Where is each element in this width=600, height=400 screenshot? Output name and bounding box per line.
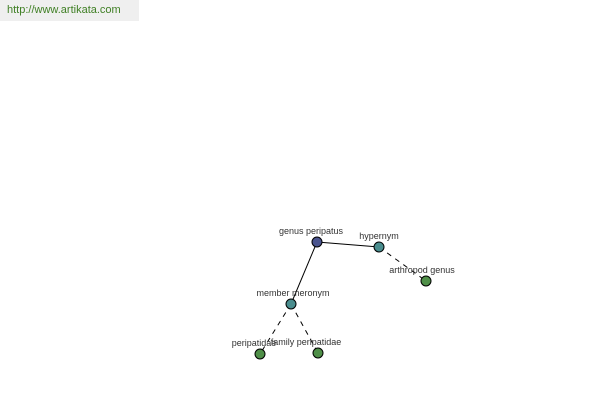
site-link[interactable]: http://www.artikata.com [0, 0, 139, 21]
label-hypernym[interactable]: hypernym [359, 231, 399, 241]
node-arthropod-genus[interactable] [420, 275, 432, 287]
graph-labels: genus peripatus hypernym arthropod genus me… [232, 226, 456, 348]
label-peripatidae[interactable]: peripatidae [232, 338, 277, 348]
edge-genus-peripatus-to-member-meronym [290, 241, 318, 305]
label-family-peripatidae[interactable]: family peripatidae [271, 337, 342, 347]
graph-edges [259, 241, 427, 355]
node-genus-peripatus[interactable] [311, 236, 323, 248]
label-member-meronym[interactable]: member meronym [256, 288, 329, 298]
graph-nodes [254, 236, 432, 360]
label-genus-peripatus[interactable]: genus peripatus [279, 226, 344, 236]
edge-genus-peripatus-to-hypernym [316, 241, 380, 248]
node-family-peripatidae[interactable] [312, 347, 324, 359]
edge-hypernym-to-arthropod-genus [378, 246, 427, 282]
node-member-meronym[interactable] [285, 298, 297, 310]
label-arthropod-genus[interactable]: arthropod genus [389, 265, 455, 275]
node-peripatidae[interactable] [254, 348, 266, 360]
node-hypernym[interactable] [373, 241, 385, 253]
